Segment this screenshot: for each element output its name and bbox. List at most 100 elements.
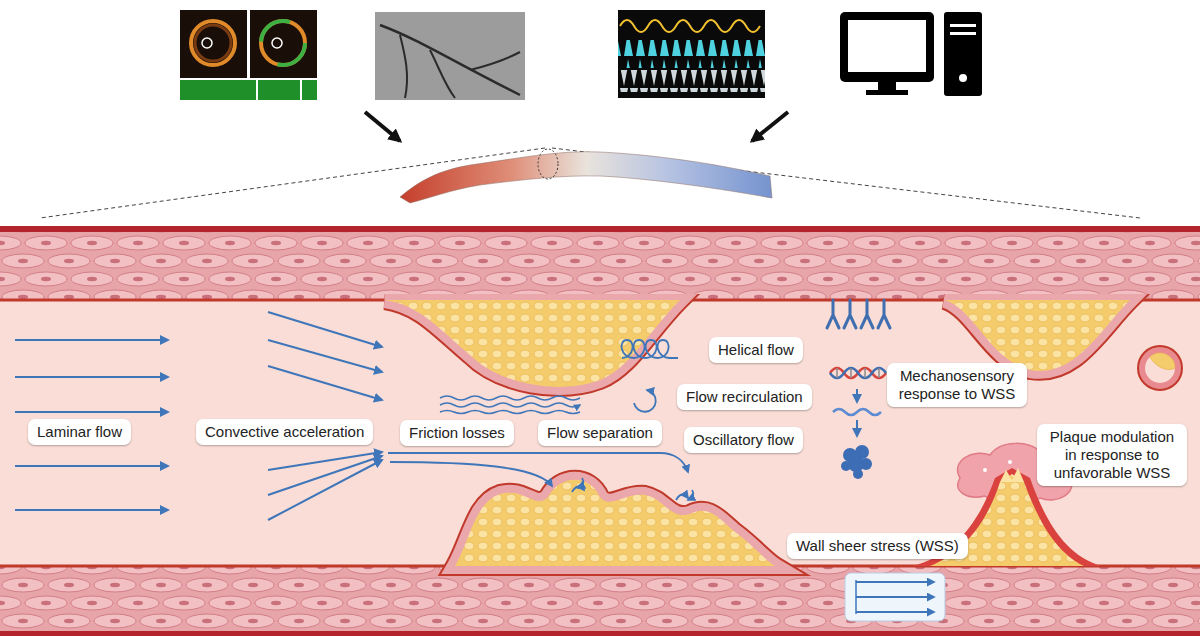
- flow-label: Mechanosensory response to WSS: [896, 367, 1018, 403]
- flow-label-box: Mechanosensory response to WSS: [887, 363, 1027, 407]
- flow-label: Oscillatory flow: [693, 431, 794, 449]
- wss-symbol: [845, 573, 945, 621]
- vessel-cross-section: [1150, 353, 1175, 369]
- separation-arrows: [688, 490, 693, 500]
- vessel-model: [400, 152, 772, 203]
- friction-waves: [440, 403, 580, 407]
- top-plaque: [945, 300, 1130, 371]
- vessel-model: [538, 149, 558, 179]
- laminar-flow-arrows: [15, 465, 168, 467]
- vessel-lumen: [0, 300, 1200, 566]
- oct-images: [261, 21, 305, 65]
- laminar-flow-arrows: [15, 376, 168, 378]
- vessel-wall: [0, 226, 1200, 232]
- angiogram-image: [375, 12, 525, 100]
- convective-arrows: [268, 312, 382, 520]
- flow-label-box: Laminar flow: [28, 419, 131, 445]
- vessel-cross-section: [1138, 346, 1182, 390]
- laminar-flow-arrows: [15, 340, 168, 510]
- laminar-flow-arrows: [15, 411, 168, 413]
- wavy-plaque: [455, 480, 775, 566]
- vessel-wall: [0, 226, 1200, 636]
- flow-label-box: Friction losses: [400, 420, 514, 446]
- flow-label: Flow separation: [547, 424, 653, 442]
- flow-label-box: Flow recirculation: [677, 384, 812, 410]
- computer-icon: [840, 12, 934, 82]
- protein-blob: [860, 458, 872, 470]
- computer-icon: [950, 32, 976, 35]
- doppler-image: [620, 20, 760, 32]
- top-plaque: [945, 300, 1130, 371]
- oct-images: [180, 80, 317, 100]
- flow-label-box: Wall sheer stress (WSS): [787, 533, 968, 559]
- computer-icon: [848, 20, 926, 72]
- dna-helix: [830, 368, 886, 378]
- input-arrows: [752, 112, 788, 141]
- flow-label: Flow recirculation: [686, 388, 803, 406]
- top-background: [0, 0, 1200, 226]
- wall-top-cover: [0, 232, 1200, 294]
- convective-arrows: [268, 312, 382, 347]
- convective-arrows: [268, 366, 382, 400]
- oct-images: [272, 38, 282, 48]
- flow-label-box: Helical flow: [709, 337, 803, 363]
- computer-icon: [878, 82, 896, 90]
- vessel-wall: [0, 226, 1200, 636]
- vessel-model: [400, 149, 772, 203]
- flow-label: Laminar flow: [37, 423, 122, 441]
- expression-arrows: [856, 389, 858, 402]
- oct-images: [191, 21, 235, 65]
- protein-blob: [841, 461, 851, 471]
- mrna-strand: [833, 409, 881, 415]
- oct-images: [202, 38, 212, 48]
- receptors: [861, 300, 873, 328]
- wss-symbol: [856, 581, 934, 583]
- mrna-strand: [833, 409, 881, 415]
- vessel-wall: [0, 631, 1200, 636]
- input-arrows: [365, 112, 788, 141]
- flow-label: Wall sheer stress (WSS): [796, 537, 959, 555]
- wavy-plaque: [455, 480, 775, 566]
- protein-blob: [853, 469, 863, 479]
- flow-label: Convective acceleration: [205, 423, 364, 441]
- oct-images: [180, 10, 317, 100]
- dna-helix: [830, 368, 886, 378]
- top-plaque: [945, 300, 1130, 371]
- wss-symbol: [856, 611, 934, 613]
- angiogram-image: [375, 12, 525, 100]
- computer-icon: [840, 12, 982, 96]
- helical-flow-loops: [622, 340, 678, 358]
- vessel-cross-section: [1145, 353, 1175, 383]
- angiogram-image: [470, 52, 520, 70]
- oct-images: [195, 25, 231, 61]
- receptors: [844, 300, 856, 328]
- top-plaque: [385, 300, 680, 387]
- protein-blob: [841, 445, 872, 479]
- top-plaque: [385, 300, 680, 387]
- computer-icon: [944, 12, 982, 96]
- doppler-image: [618, 40, 765, 68]
- oct-images: [256, 80, 258, 100]
- flow-label: Friction losses: [409, 424, 505, 442]
- doppler-image: [618, 10, 765, 98]
- computer-icon: [866, 90, 908, 95]
- vessel-cross-section: [1138, 346, 1182, 390]
- wss-symbol: [845, 573, 945, 621]
- doppler-image: [618, 10, 765, 98]
- ruptured-plaque: [1008, 460, 1012, 464]
- recirculation-arrow: [634, 390, 656, 412]
- flow-label-box: Flow separation: [538, 420, 662, 446]
- angiogram-image: [400, 35, 407, 98]
- wss-symbol: [856, 596, 934, 598]
- friction-waves: [440, 396, 580, 400]
- oct-images: [300, 80, 302, 100]
- flow-label-box: Oscillatory flow: [684, 427, 803, 453]
- vessel-lumen: [0, 300, 1200, 566]
- separation-arrows: [388, 453, 693, 500]
- receptors: [878, 300, 890, 328]
- flow-label: Plaque modulation in response to unfavor…: [1046, 428, 1178, 482]
- laminar-flow-arrows: [15, 339, 168, 341]
- oct-images: [180, 10, 247, 78]
